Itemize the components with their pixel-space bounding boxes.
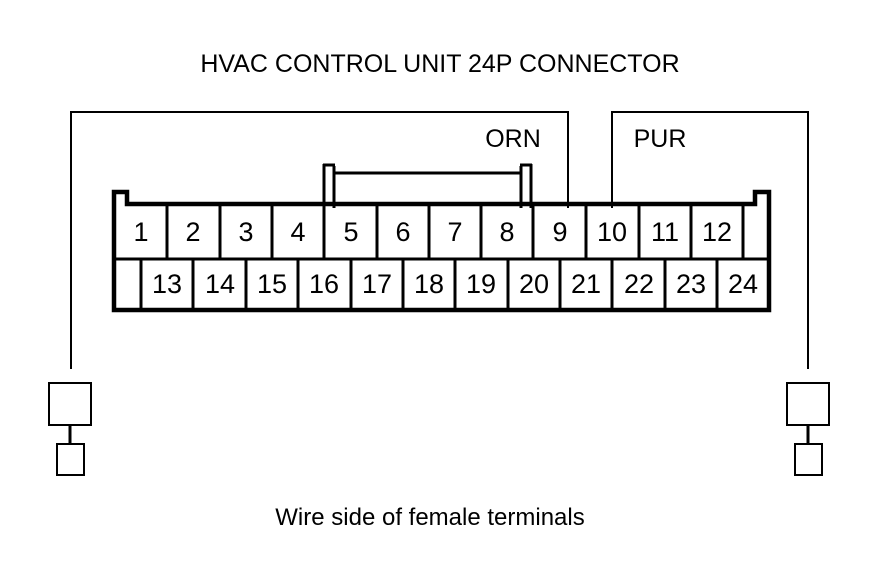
pin-label-12: 12 [702, 217, 732, 247]
connector-body-outline [111, 189, 772, 313]
pin-label-7: 7 [447, 217, 462, 247]
right-terminal-body [786, 382, 830, 426]
pin-label-19: 19 [466, 269, 496, 299]
pin-label-11: 11 [651, 217, 679, 247]
pin-label-4: 4 [290, 217, 305, 247]
right-terminal-tip [794, 443, 823, 476]
left-terminal-body [48, 382, 92, 426]
pin-label-8: 8 [499, 217, 514, 247]
pin-label-17: 17 [362, 269, 392, 299]
pin-label-15: 15 [257, 269, 287, 299]
pin-label-23: 23 [676, 269, 706, 299]
pin-label-1: 1 [133, 217, 148, 247]
pin-label-22: 22 [624, 269, 654, 299]
diagram-caption: Wire side of female terminals [275, 504, 584, 531]
pin-label-3: 3 [238, 217, 253, 247]
pin-label-18: 18 [414, 269, 444, 299]
pin-label-2: 2 [185, 217, 200, 247]
pin-label-24: 24 [728, 269, 758, 299]
wire-label-pur: PUR [634, 125, 687, 153]
pin-label-21: 21 [571, 269, 601, 299]
diagram-title: HVAC CONTROL UNIT 24P CONNECTOR [200, 50, 679, 78]
wire-label-orn: ORN [485, 125, 541, 153]
pin-label-6: 6 [395, 217, 410, 247]
pin-label-10: 10 [597, 217, 627, 247]
pin-label-9: 9 [552, 217, 567, 247]
pin-label-13: 13 [152, 269, 182, 299]
pin-label-14: 14 [205, 269, 235, 299]
pin-label-16: 16 [309, 269, 339, 299]
left-terminal-tip [56, 443, 85, 476]
pin-label-20: 20 [519, 269, 549, 299]
pin-label-5: 5 [343, 217, 358, 247]
